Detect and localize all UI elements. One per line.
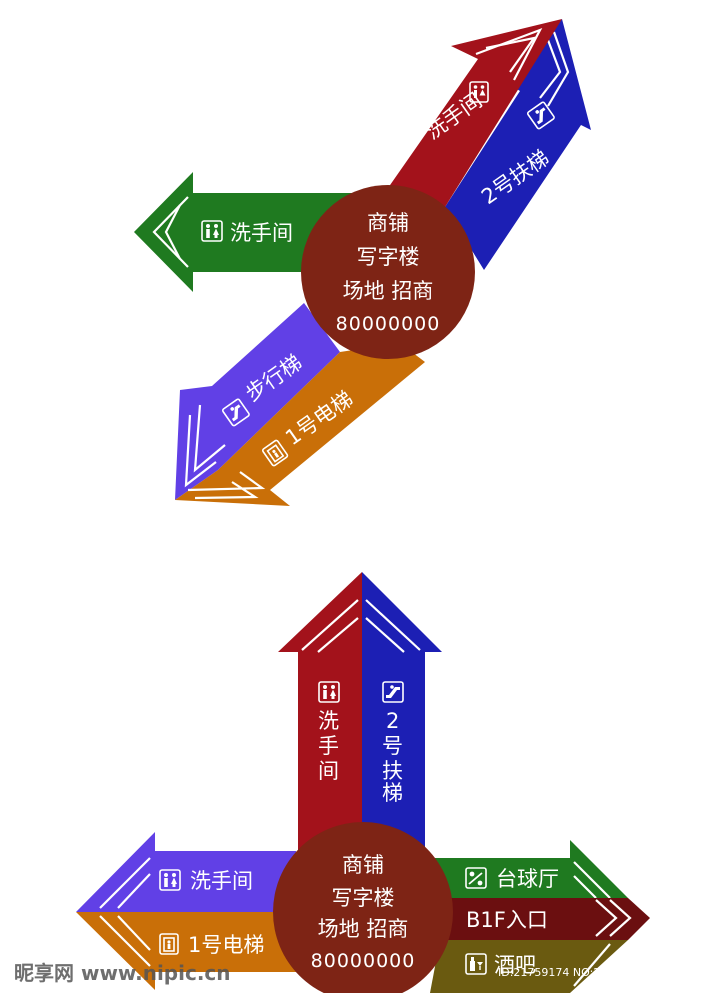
bottom-olive-bar-icon	[465, 953, 487, 975]
top-circle-phone: 80000000	[336, 313, 441, 335]
top-green-restroom-icon	[201, 220, 223, 242]
bottom-arrow-blue-shape	[362, 572, 442, 850]
bottom-arrow-red-shape	[278, 572, 362, 850]
bottom-circle-phone: 80000000	[311, 950, 416, 972]
top-arrow-purple-shape	[175, 303, 340, 500]
bottom-green-label: 台球厅	[496, 867, 559, 891]
bottom-sign: 商铺 写字楼 场地 招商 80000000 洗 手 间 2 号	[76, 572, 650, 993]
bottom-circle-line1: 商铺	[342, 853, 384, 877]
watermark-right: ID:21759174 NO:20151020133022335000	[498, 966, 724, 979]
bottom-circle-line2: 写字楼	[332, 886, 395, 910]
top-arrow-orange[interactable]	[175, 343, 425, 506]
top-circle-line2: 写字楼	[357, 245, 420, 269]
bottom-arrow-purple-shape	[76, 832, 300, 912]
bottom-arrow-darkred-shape	[440, 898, 650, 940]
bottom-purple-restroom-icon	[159, 869, 181, 891]
watermark: 昵享网 www.nipic.cn ID:21759174 NO:20151020…	[14, 961, 724, 985]
bottom-blue-escalator-icon	[382, 681, 404, 703]
bottom-orange-label: 1号电梯	[188, 933, 264, 957]
top-green-label: 洗手间	[230, 221, 293, 245]
top-arrow-orange-shape	[175, 343, 425, 506]
bottom-circle-line3: 场地 招商	[318, 917, 409, 941]
bottom-orange-elevator-icon	[159, 933, 179, 955]
bottom-arrow-blue[interactable]	[362, 572, 442, 850]
bottom-red-label: 洗 手 间	[318, 709, 346, 783]
top-arrow-purple[interactable]	[175, 303, 340, 500]
bottom-green-billiards-icon	[465, 867, 487, 889]
watermark-left: 昵享网 www.nipic.cn	[14, 961, 231, 985]
bottom-blue-label: 2 号 扶 梯	[382, 709, 410, 805]
top-red-restroom-icon	[469, 81, 489, 103]
bottom-olive-label: 酒吧	[494, 953, 536, 977]
top-arrow-blue[interactable]	[445, 19, 591, 270]
top-circle-shape	[301, 185, 475, 359]
bottom-darkred-label: B1F入口	[466, 908, 548, 932]
top-center-circle: 商铺 写字楼 场地 招商 80000000	[301, 185, 475, 359]
bottom-arrow-red[interactable]	[278, 572, 362, 850]
bottom-red-restroom-icon	[318, 681, 340, 703]
bottom-arrow-purple[interactable]	[76, 832, 300, 912]
top-purple-escalator-icon	[221, 398, 250, 427]
top-orange-elevator-icon	[261, 439, 289, 467]
top-arrow-red[interactable]	[388, 19, 562, 235]
top-blue-escalator-icon	[526, 101, 555, 130]
top-arrow-blue-shape	[445, 19, 591, 270]
bottom-arrow-orange[interactable]	[76, 912, 300, 990]
bottom-center-circle: 商铺 写字楼 场地 招商 80000000	[273, 822, 453, 993]
top-circle-line3: 场地 招商	[343, 279, 434, 303]
top-sign: 商铺 写字楼 场地 招商 80000000 洗手间 洗手	[134, 19, 591, 506]
bottom-purple-label: 洗手间	[190, 869, 253, 893]
bottom-arrow-darkred[interactable]	[440, 898, 650, 940]
bottom-circle-shape	[273, 822, 453, 993]
top-circle-line1: 商铺	[367, 211, 409, 235]
